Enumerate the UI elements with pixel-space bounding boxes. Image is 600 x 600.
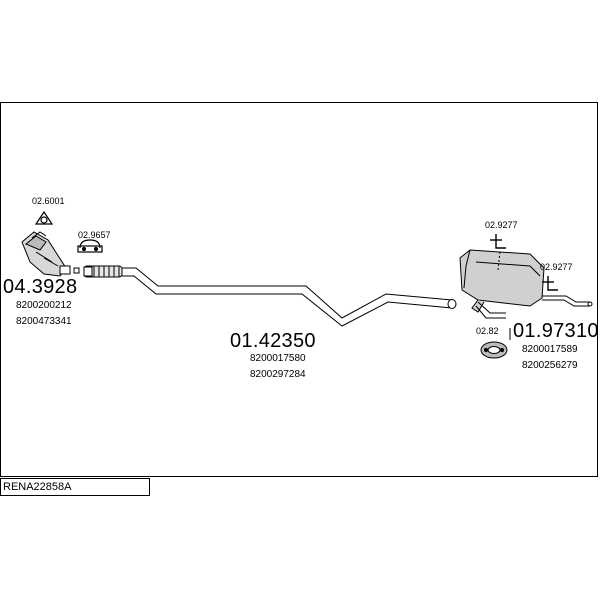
rubber-ring-drawing <box>480 341 508 359</box>
rear-silencer-ref-1: 8200017589 <box>522 344 578 355</box>
rear-silencer-drawing <box>459 249 593 313</box>
front-pipe-ref-2: 8200473341 <box>16 316 72 327</box>
clamp-drawing <box>77 239 103 253</box>
front-clamp-code: 02.9657 <box>78 230 111 240</box>
hanger-b-drawing <box>542 276 558 291</box>
front-connectors <box>73 267 80 274</box>
front-pipe-ref-1: 8200200212 <box>16 300 72 311</box>
gasket-drawing <box>34 210 54 225</box>
rear-ring-code: 02.82 <box>476 326 499 336</box>
rear-inlet-drawing <box>475 301 506 319</box>
front-pipe-code: 04.3928 <box>3 276 78 298</box>
rear-hanger-b-code: 02.9277 <box>540 262 573 272</box>
front-pipe-drawing <box>21 231 71 277</box>
front-gasket-code: 02.6001 <box>32 196 65 206</box>
center-pipe-drawing <box>122 267 457 327</box>
reference-code: RENA22858A <box>3 481 72 493</box>
rear-silencer-ref-2: 8200256279 <box>522 360 578 371</box>
center-pipe-ref-1: 8200017580 <box>250 353 306 364</box>
rear-silencer-code: 01.97310 <box>513 320 599 342</box>
center-pipe-ref-2: 8200297284 <box>250 369 306 380</box>
reference-box: RENA22858A <box>0 478 150 496</box>
hanger-a-drawing <box>490 234 506 249</box>
center-pipe-code: 01.42350 <box>230 330 316 352</box>
diagram-frame <box>0 102 598 477</box>
flex-pipe-drawing <box>83 265 123 278</box>
rear-hanger-a-code: 02.9277 <box>485 220 518 230</box>
